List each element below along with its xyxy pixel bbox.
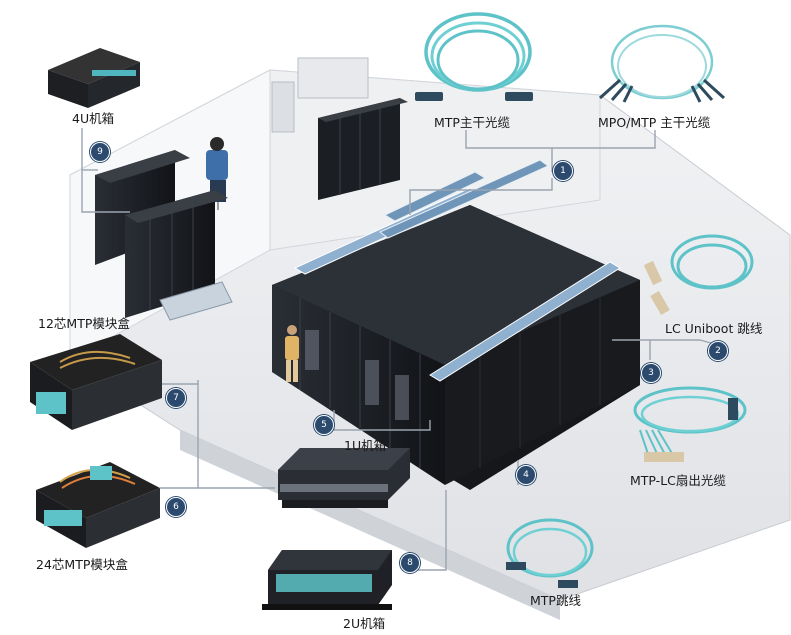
product-1u-box [278, 448, 410, 508]
callout-badge-2: 2 [708, 341, 728, 361]
main-rack-block [272, 205, 640, 490]
back-wall-racks [271, 57, 408, 200]
callout-badge-8: 8 [400, 553, 420, 573]
callout-badge-5: 5 [314, 415, 334, 435]
product-mtp-lc-fanout [633, 386, 747, 462]
callout-badge-9: 9 [90, 142, 110, 162]
operator-at-desk [206, 137, 228, 210]
label-1u-box: 1U机箱 [344, 438, 387, 453]
label-2u-box: 2U机箱 [343, 616, 386, 631]
callout-badge-7: 7 [166, 388, 186, 408]
product-24-core-module [36, 462, 160, 548]
left-rack-group [95, 150, 233, 321]
label-lc-uniboot: LC Uniboot 跳线 [665, 321, 763, 336]
label-mpo-mtp-trunk: MPO/MTP 主干光缆 [598, 115, 711, 130]
label-12-core-module: 12芯MTP模块盒 [38, 316, 130, 331]
callout-badge-4: 4 [516, 465, 536, 485]
product-lc-uniboot [643, 234, 754, 316]
callout-badge-6: 6 [166, 497, 186, 517]
technician-figure [285, 325, 299, 382]
product-mtp-patch [506, 518, 594, 588]
product-mtp-trunk-cable [415, 12, 533, 101]
callout-badge-3: 3 [641, 363, 661, 383]
product-12-core-module [30, 334, 162, 430]
label-mtp-lc-fanout: MTP-LC扇出光缆 [630, 473, 726, 488]
label-4u-box: 4U机箱 [72, 111, 115, 126]
label-24-core-module: 24芯MTP模块盒 [36, 557, 128, 572]
label-mtp-trunk: MTP主干光缆 [434, 115, 510, 130]
product-4u-box [48, 48, 140, 108]
callout-badge-1: 1 [553, 161, 573, 181]
product-2u-box [262, 550, 392, 610]
label-mtp-patch: MTP跳线 [530, 593, 581, 608]
product-mpo-mtp-trunk [598, 24, 726, 103]
